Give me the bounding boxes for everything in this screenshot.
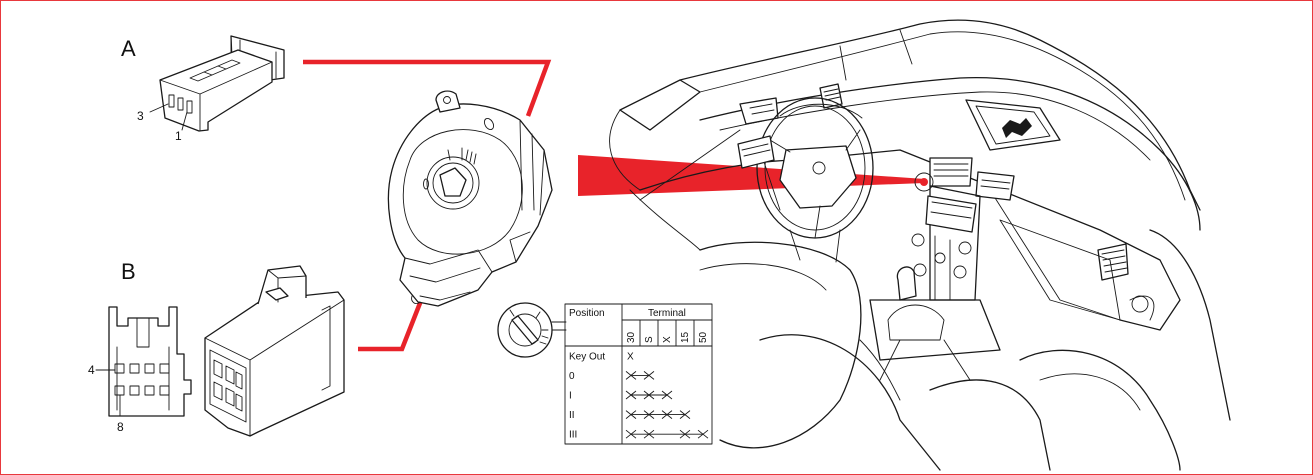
terminal-header-1: S [644,336,655,343]
terminal-header-2: X [662,336,673,343]
car-interior-drawing [609,19,1231,471]
connector-a-pin-label-left: 3 [137,109,144,123]
terminal-header-3: 15 [680,331,691,343]
row-position-label: I [569,391,572,402]
row-position-label: III [569,430,577,441]
terminal-mark: X [627,351,634,362]
key-position-dial [497,302,567,358]
table-row: II [569,410,691,421]
row-position-label: Key Out [569,351,605,362]
connector-b-front-view [95,306,192,417]
table-row: Key Out X [569,351,634,362]
table-row: 0 [569,371,655,382]
table-row: III [569,430,709,441]
row-position-label: 0 [569,371,575,382]
terminal-header-0: 30 [626,331,637,343]
table-terminal-header: Terminal [648,308,686,319]
connector-a-label: A [121,36,136,61]
terminal-header-4: 50 [698,331,709,343]
ignition-switch-drawing [387,90,553,307]
connector-a-pin-label-right: 1 [175,129,182,143]
table-position-header: Position [569,308,605,319]
connector-b-3d-view [204,265,345,437]
connector-b-pin-label-top: 4 [88,363,95,377]
connector-b-pin-label-bottom: 8 [117,420,124,434]
connector-a-drawing [149,35,285,132]
connector-b-label: B [121,259,136,284]
row-position-label: II [569,410,575,421]
table-row: I [569,391,673,402]
